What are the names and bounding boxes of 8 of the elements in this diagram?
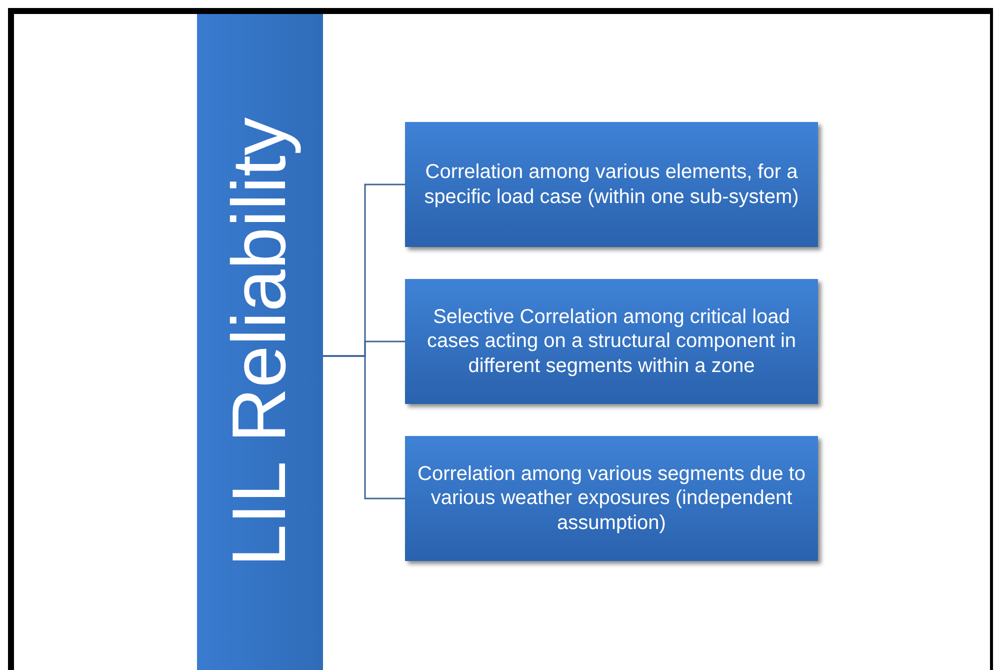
box-text: Selective Correlation among critical load cases acting on a structural component in different segments within a zone: [426, 304, 798, 378]
box-text: Correlation among various elements, for a specific load case (within one sub-system): [423, 160, 800, 209]
connector-line: [323, 355, 405, 500]
text-box: [405, 279, 818, 404]
text-box: [405, 122, 818, 247]
text-box: [405, 436, 818, 561]
title-bar: [197, 14, 323, 670]
box-text: Correlation among various segments due to various weather exposures (independent assumption): [416, 462, 806, 536]
